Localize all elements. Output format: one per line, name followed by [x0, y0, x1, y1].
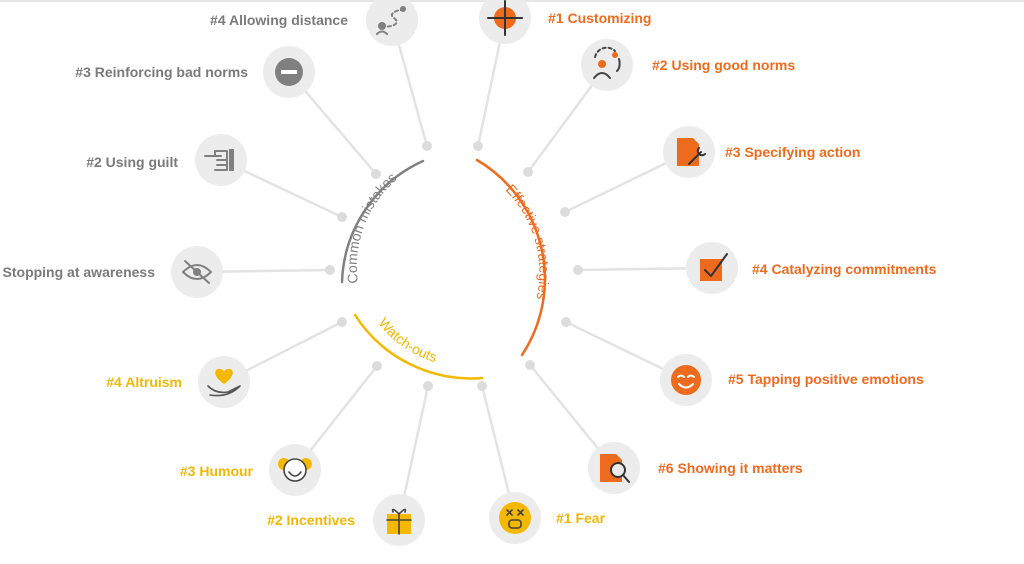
connector-dot — [573, 265, 583, 275]
pointing-hand-icon — [195, 134, 247, 186]
connector-dot — [523, 167, 533, 177]
effective-strategies-arc-label: Effective strategies — [503, 181, 553, 301]
label-altruism: #4 Altruism — [106, 374, 182, 390]
connector-dot — [525, 360, 535, 370]
gift-icon — [373, 494, 425, 546]
effective-strategies-arc — [475, 158, 547, 357]
common-mistakes-arc-label: Common mistakes — [344, 169, 400, 284]
connector-dot — [422, 141, 432, 151]
watch-outs-arc-label: Watch-outs — [376, 315, 440, 365]
connector-dot — [372, 361, 382, 371]
checkbox-icon — [686, 242, 738, 294]
clown-icon — [269, 444, 321, 496]
label-catalyzing-commitments: #4 Catalyzing commitments — [752, 261, 937, 277]
label-tapping-positive-emotions: #5 Tapping positive emotions — [728, 371, 924, 387]
label-reinforcing-bad-norms: #3 Reinforcing bad norms — [75, 64, 248, 80]
people-icon — [581, 39, 633, 91]
label-using-good-norms: #2 Using good norms — [652, 57, 796, 73]
label-fear: #1 Fear — [556, 510, 606, 526]
label-humour: #3 Humour — [179, 463, 253, 479]
connector-dot — [325, 265, 335, 275]
connector-dot — [337, 317, 347, 327]
watch-outs-arc — [353, 313, 484, 380]
path-icon — [366, 0, 418, 46]
common-mistakes-arc — [340, 159, 425, 284]
connector-dot — [371, 169, 381, 179]
document-wrench-icon — [663, 126, 715, 178]
smile-icon — [660, 354, 712, 406]
connector-dot — [561, 317, 571, 327]
connector-dot — [423, 381, 433, 391]
minus-circle-icon — [263, 46, 315, 98]
document-search-icon — [588, 442, 640, 494]
connector-dot — [473, 141, 483, 151]
label-stopping-at-awareness: Stopping at awareness — [2, 264, 155, 280]
label-incentives: #2 Incentives — [267, 512, 355, 528]
eye-off-icon — [171, 246, 223, 298]
label-allowing-distance: #4 Allowing distance — [210, 12, 348, 28]
label-using-guilt: #2 Using guilt — [86, 154, 178, 170]
crosshair-icon — [479, 0, 531, 44]
heart-hand-icon — [198, 356, 250, 408]
connector-dot — [477, 381, 487, 391]
connector-dot — [560, 207, 570, 217]
label-showing-it-matters: #6 Showing it matters — [658, 460, 803, 476]
connector-dot — [337, 212, 347, 222]
label-customizing: #1 Customizing — [548, 10, 652, 26]
label-specifying-action: #3 Specifying action — [725, 144, 861, 160]
scared-face-icon — [489, 492, 541, 544]
